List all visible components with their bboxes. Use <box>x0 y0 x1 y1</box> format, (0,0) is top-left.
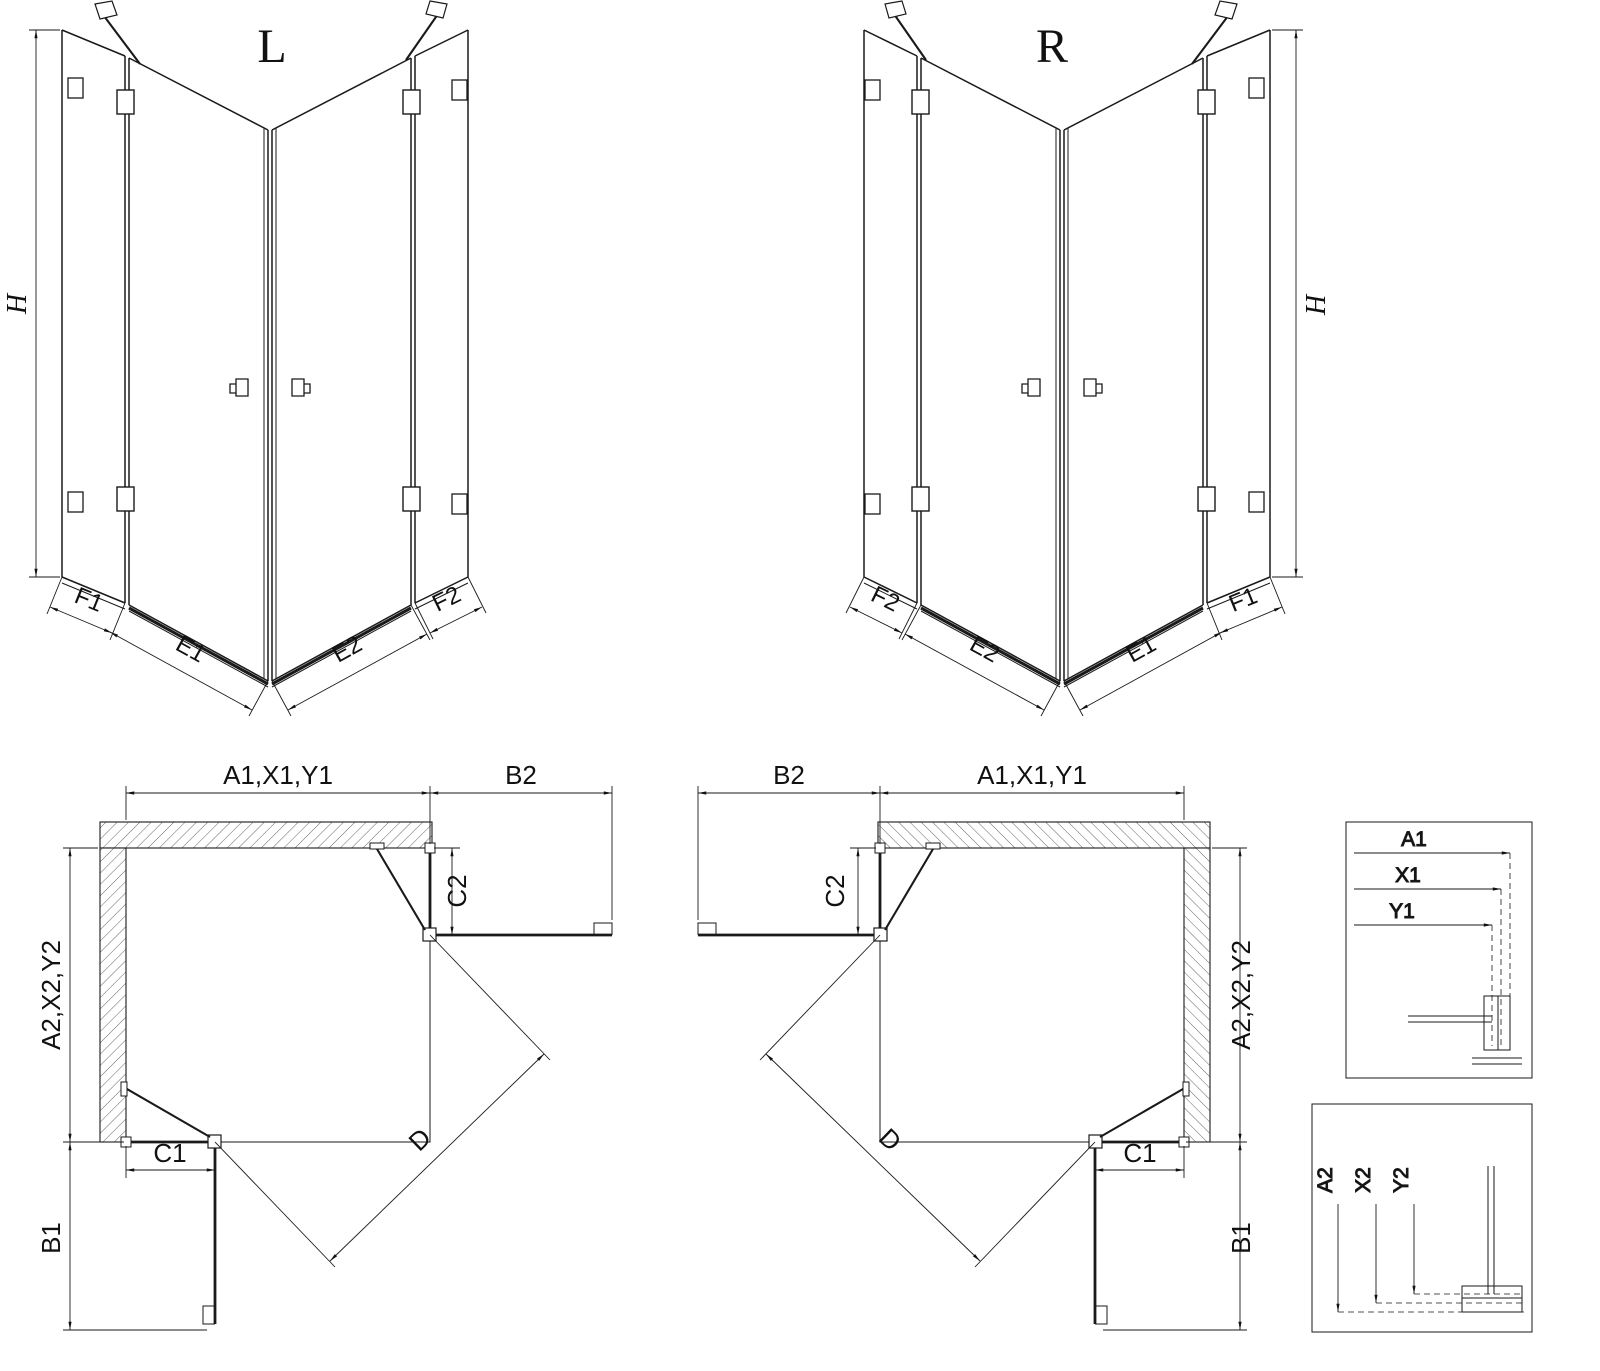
plan-right-side-depth: A2,X2,Y2 <box>1226 940 1256 1050</box>
plan-right-b2: B2 <box>773 760 805 790</box>
plan-left-geometry <box>63 786 612 1330</box>
plan-left-c1: C1 <box>153 1138 186 1168</box>
variant-label-right: R <box>1036 20 1068 73</box>
plan-view-left: A1,X1,Y1 B2 C2 A2,X2,Y2 C1 B1 D <box>36 760 612 1330</box>
plan-left-c2: C2 <box>442 874 472 907</box>
detail-y2-label: Y2 <box>1390 1167 1413 1193</box>
plan-view-right: B2 A1,X1,Y1 C2 A2,X2,Y2 C1 B1 D <box>698 760 1256 1330</box>
detail-panel-horizontal: A1 X1 Y1 <box>1345 821 1533 1079</box>
iso-view-right: R H F2 E2 E1 F1 <box>846 1 1330 716</box>
dim-e1-left: E1 <box>171 631 210 669</box>
height-dim-right: H <box>1299 293 1330 316</box>
plan-left-b1: B1 <box>36 1222 66 1254</box>
detail-panel-vertical: A2 X2 Y2 <box>1311 1103 1533 1333</box>
plan-right-b1: B1 <box>1226 1222 1256 1254</box>
variant-label-left: L <box>257 20 286 73</box>
plan-left-side-depth: A2,X2,Y2 <box>36 940 66 1050</box>
dim-f2-right: F2 <box>867 581 904 618</box>
detail-a2-label: A2 <box>1314 1167 1337 1193</box>
dim-e1-right: E1 <box>1122 631 1161 669</box>
dim-f1-left: F1 <box>71 582 107 618</box>
detail-x2-label: X2 <box>1352 1167 1375 1193</box>
plan-right-top-width: A1,X1,Y1 <box>977 760 1087 790</box>
detail-a1-label: A1 <box>1401 828 1427 851</box>
plan-right-d: D <box>873 1122 907 1157</box>
plan-right-geometry <box>698 786 1247 1330</box>
detail-x1-label: X1 <box>1395 864 1421 887</box>
detail-y1-label: Y1 <box>1389 900 1415 923</box>
plan-right-c1: C1 <box>1123 1138 1156 1168</box>
plan-left-d: D <box>403 1122 437 1157</box>
plan-right-c2: C2 <box>820 874 850 907</box>
height-dim-left: H <box>2 292 33 315</box>
dim-f1-right: F1 <box>1225 582 1261 618</box>
iso-view-left: L H F1 E1 E2 F2 <box>2 1 486 716</box>
plan-left-top-width: A1,X1,Y1 <box>223 760 333 790</box>
plan-left-b2: B2 <box>505 760 537 790</box>
dim-f2-left: F2 <box>428 581 465 618</box>
